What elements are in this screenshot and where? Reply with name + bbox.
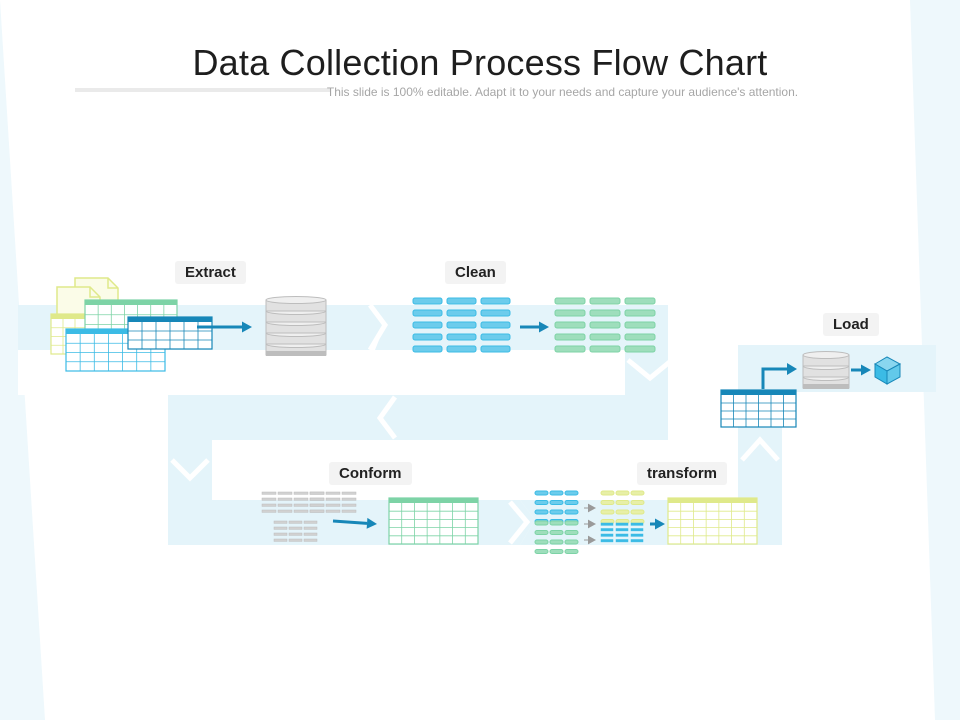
cutout-1 bbox=[18, 350, 625, 395]
chevron-3 bbox=[376, 395, 398, 440]
arrow-icon bbox=[851, 364, 871, 376]
step-label-conform: Conform bbox=[329, 462, 412, 485]
data-block-icon bbox=[309, 491, 357, 513]
cube-icon bbox=[874, 356, 902, 385]
data-block-icon bbox=[600, 522, 644, 543]
arrow-icon bbox=[761, 363, 797, 389]
flow-band-middle bbox=[168, 395, 668, 440]
chevron-1 bbox=[367, 303, 389, 352]
arrow-icon bbox=[520, 321, 549, 333]
chevron-4 bbox=[170, 458, 210, 482]
chevron-2 bbox=[626, 358, 674, 382]
database-icon bbox=[802, 351, 850, 389]
chevron-6 bbox=[740, 436, 780, 462]
chevron-5 bbox=[508, 500, 531, 545]
arrow-icon bbox=[650, 518, 665, 530]
arrow-icon bbox=[584, 519, 596, 529]
data-block-icon bbox=[554, 297, 656, 353]
spreadsheet-icon bbox=[667, 497, 758, 545]
data-block-icon bbox=[273, 520, 318, 542]
spreadsheet-icon bbox=[720, 389, 797, 428]
step-label-load: Load bbox=[823, 313, 879, 336]
arrow-icon bbox=[197, 321, 252, 333]
data-block-icon bbox=[534, 520, 579, 554]
spreadsheet-icon bbox=[388, 497, 479, 545]
arrow-icon bbox=[332, 517, 377, 529]
step-label-clean: Clean bbox=[445, 261, 506, 284]
step-label-extract: Extract bbox=[175, 261, 246, 284]
spreadsheet-icon bbox=[127, 316, 213, 350]
page-subtitle: This slide is 100% editable. Adapt it to… bbox=[326, 85, 799, 99]
arrow-icon bbox=[584, 503, 596, 513]
page-title: Data Collection Process Flow Chart bbox=[192, 42, 768, 83]
data-block-icon bbox=[534, 490, 579, 524]
cutout-2 bbox=[212, 440, 738, 500]
spreadsheet-icon bbox=[65, 328, 166, 372]
step-label-transform: transform bbox=[637, 462, 728, 485]
database-icon bbox=[265, 296, 327, 356]
data-block-icon bbox=[412, 297, 511, 353]
arrow-icon bbox=[584, 535, 596, 545]
